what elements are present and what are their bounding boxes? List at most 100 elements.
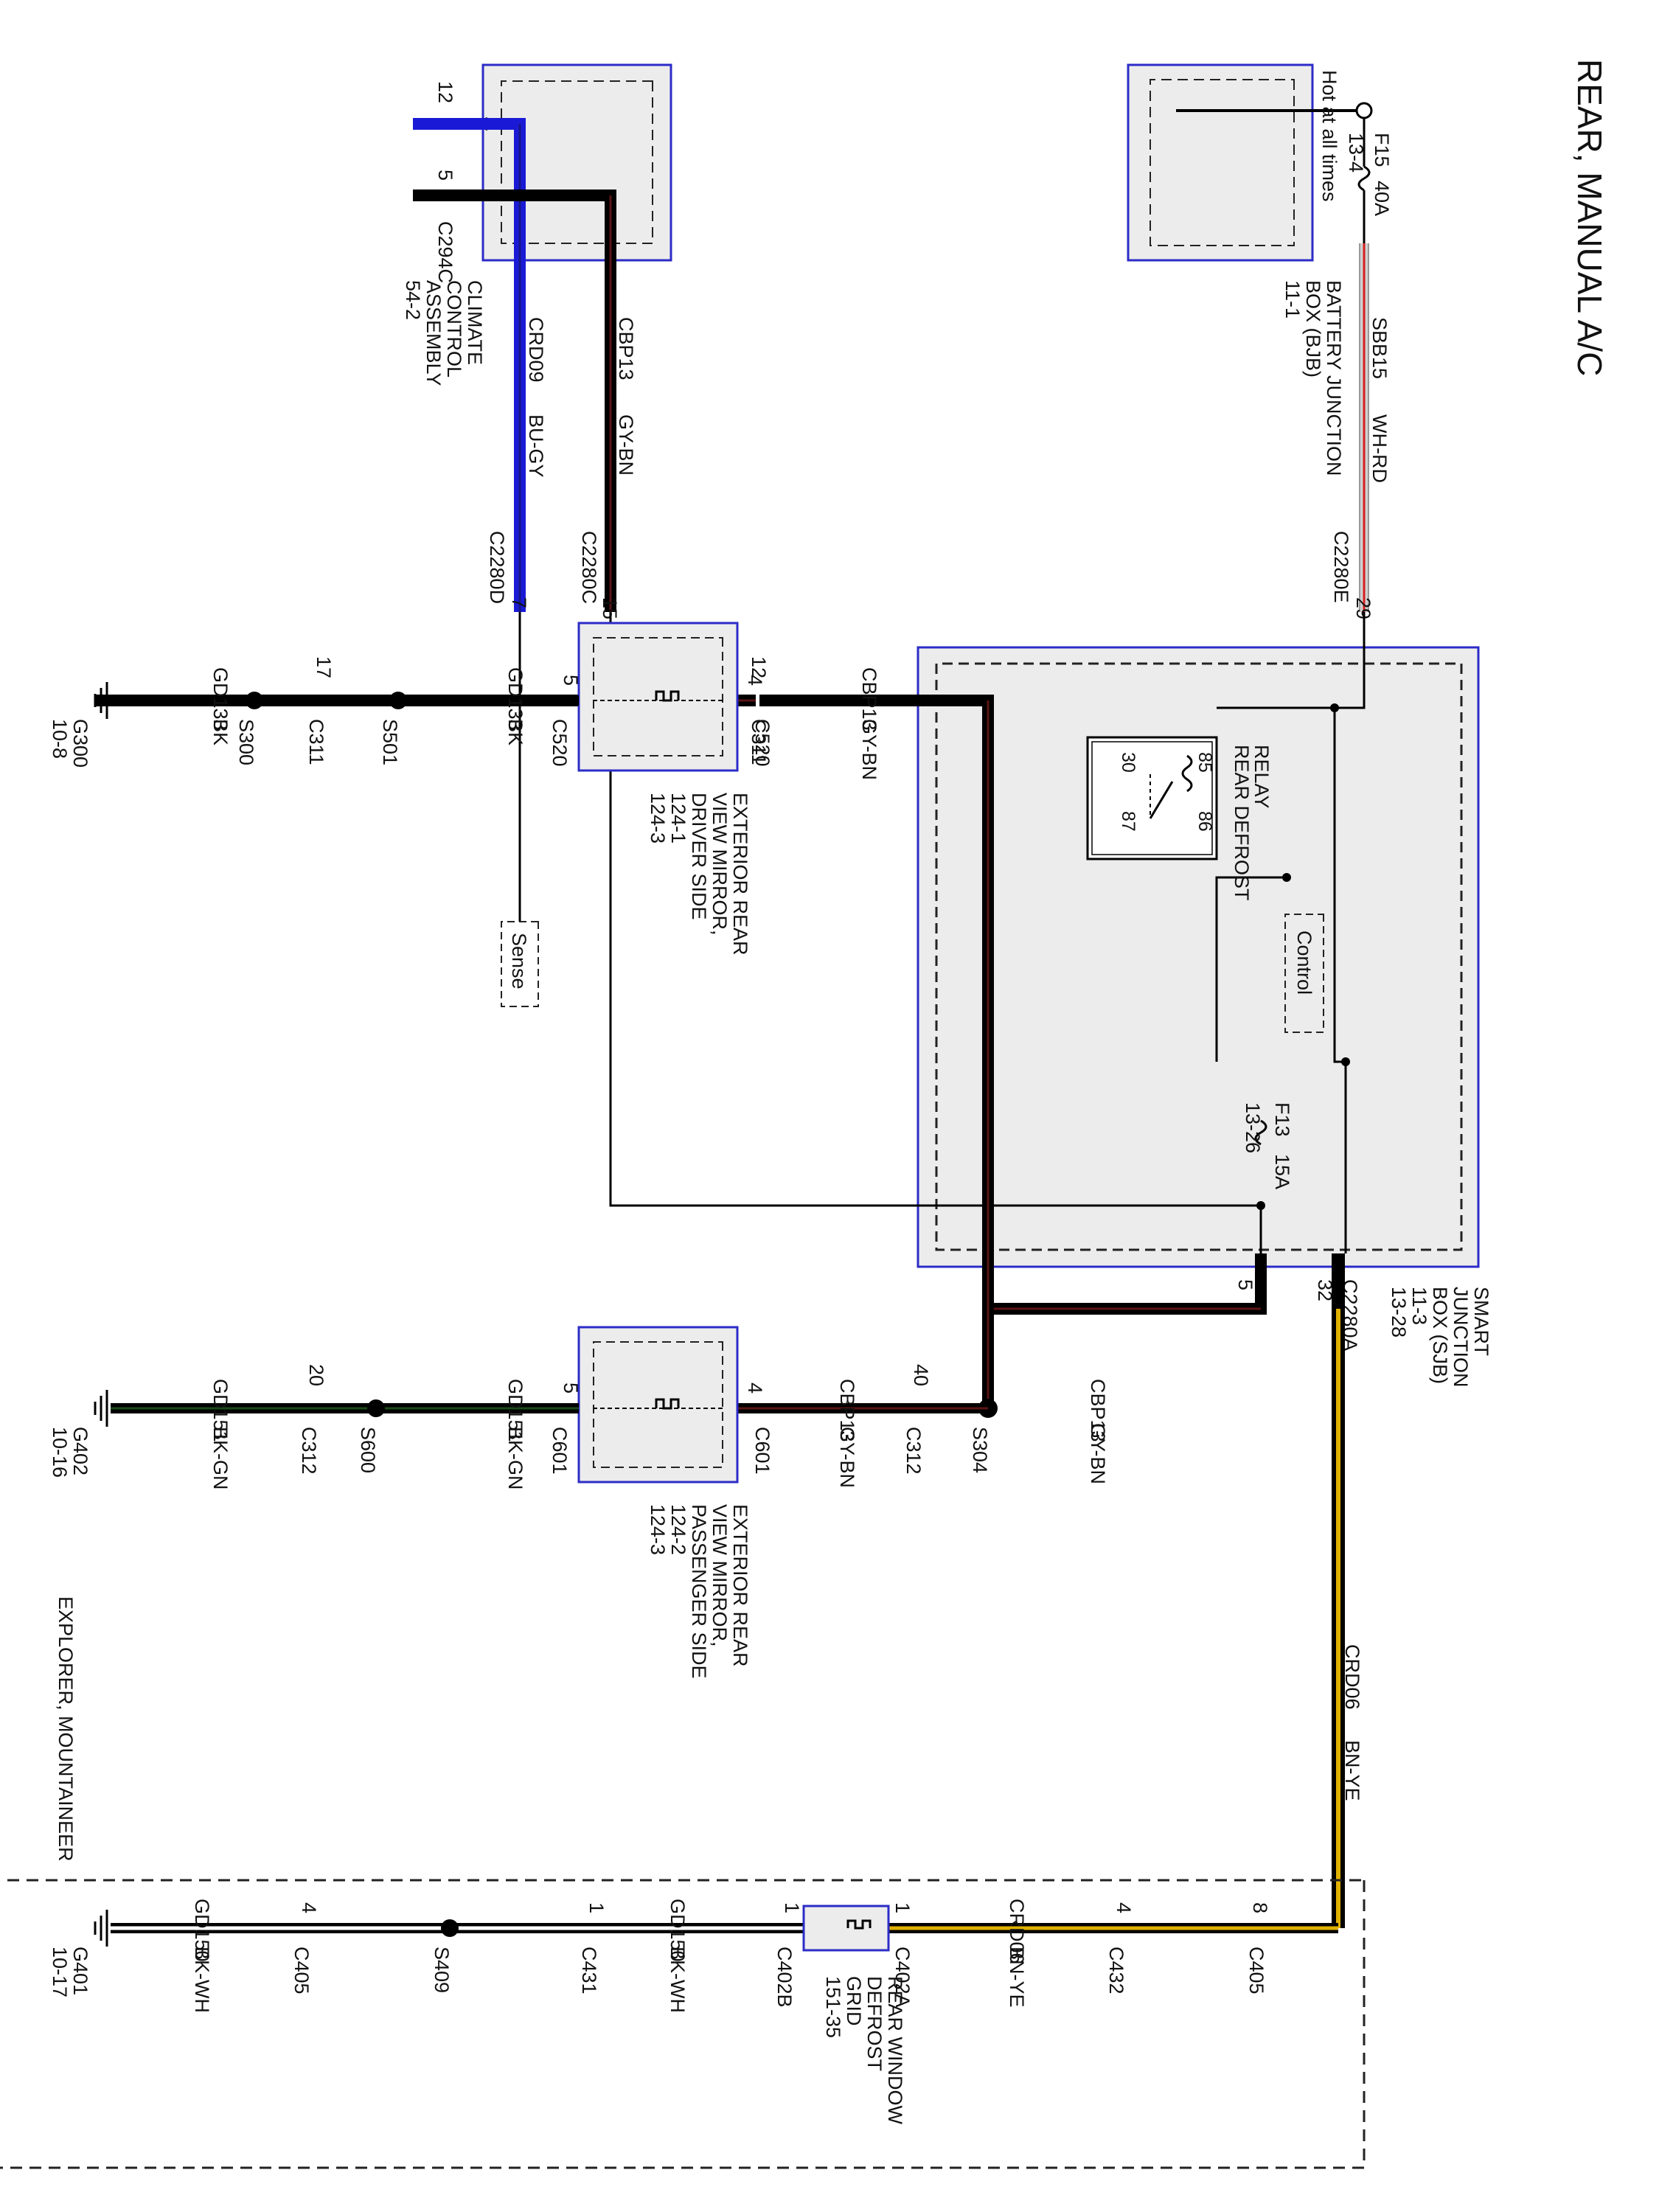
sjb-fuse-rating: 15A — [1271, 1154, 1293, 1189]
driver-mirror-pin-out: 5 — [560, 675, 582, 686]
climate-name-4: 54-2 — [402, 280, 424, 320]
sjb-name-4: 11-3 — [1408, 1287, 1430, 1325]
crd06-bottom-color: BN-YE — [1006, 1947, 1028, 2008]
hot-at-all-times: Hot at all times — [1318, 70, 1340, 202]
sjb-name-5: 13-28 — [1388, 1287, 1410, 1338]
climate-connector: C294C — [434, 221, 456, 283]
pass-mirror-conn-in: C601 — [751, 1427, 773, 1475]
c431-pin: 1 — [585, 1902, 608, 1913]
climate-control-assembly: 12 5 C294C CLIMATE CONTROL ASSEMBLY 54-2 — [402, 63, 672, 386]
c311-bot-pin: 17 — [313, 656, 335, 678]
bjb-fuse-ref: 13-4 — [1345, 133, 1367, 173]
c312-top-pin: 40 — [910, 1364, 932, 1386]
bjb-fuse-rating: 40A — [1371, 181, 1393, 216]
sjb-conn-d: C2280D — [486, 531, 508, 604]
cbp13-driver-circuit: CBP13 — [858, 667, 880, 731]
sjb-name-3: BOX (SJB) — [1429, 1287, 1451, 1384]
relay-name-1: REAR DEFROST — [1231, 745, 1253, 901]
pass-mirror-name-1: EXTERIOR REAR — [729, 1504, 751, 1667]
driver-mirror: 4 5 C520 C520 EXTERIOR REAR VIEW MIRROR,… — [549, 622, 773, 956]
s304-label: S304 — [969, 1427, 991, 1473]
s409-label: S409 — [431, 1947, 453, 1993]
crd09-color: BU-GY — [525, 414, 547, 478]
c405-top-id: C405 — [1245, 1947, 1267, 1994]
gd151-a-color: BK-GN — [504, 1427, 526, 1490]
g401-ref: 10-17 — [49, 1947, 71, 1997]
c312-bot-id: C312 — [298, 1427, 320, 1475]
sjb-conn-e: C2280E — [1330, 531, 1352, 603]
grid-pin-out: 1 — [781, 1902, 803, 1913]
grid-pin-in: 1 — [891, 1902, 914, 1913]
c431-id: C431 — [578, 1947, 600, 1994]
pass-mirror-name-2: VIEW MIRROR, — [709, 1504, 731, 1647]
g402-ref: 10-16 — [49, 1427, 71, 1478]
c432-pin: 4 — [1113, 1902, 1135, 1913]
driver-mirror-name-3: DRIVER SIDE — [688, 793, 710, 920]
diagram-title: REAR, MANUAL A/C — [1571, 59, 1609, 376]
c311-top-id: C311 — [748, 719, 770, 765]
driver-mirror-conn-out: C520 — [549, 719, 571, 767]
gd150-a-circuit: GD150 — [667, 1899, 689, 1962]
cbp13-top-color: GY-BN — [615, 414, 637, 476]
sjb-conn-c: C2280C — [578, 531, 600, 604]
g300-id: G300 — [69, 719, 91, 768]
driver-mirror-name-2: VIEW MIRROR, — [709, 793, 731, 936]
wire-cbp13-driver-feed — [759, 695, 994, 1408]
driver-mirror-conn-in: C520 — [751, 719, 773, 767]
g300-ref: 10-8 — [49, 719, 71, 759]
c311-top-pin: 12 — [748, 656, 770, 678]
sjb-pin-7: 7 — [508, 597, 530, 608]
c312-top-id: C312 — [902, 1427, 925, 1475]
grid-name-1: REAR WINDOW — [884, 1976, 906, 2125]
climate-pin-5: 5 — [434, 170, 456, 181]
gd133-a-color: BK — [504, 719, 526, 745]
climate-name-2: CONTROL — [443, 280, 465, 378]
gd133-b-circuit: GD133 — [209, 667, 232, 731]
relay-pin-87: 87 — [1118, 811, 1138, 832]
smart-junction-box: 29 C2280E 7 C2280D 15 C2280C 30 87 85 — [486, 531, 1492, 1388]
climate-name-1: CLIMATE — [464, 280, 486, 365]
c405-top-pin: 8 — [1249, 1902, 1271, 1913]
crd06-vert-color: BN-YE — [1341, 1740, 1363, 1801]
pass-mirror-name-5: 124-3 — [647, 1504, 669, 1555]
sbb15-color: WH-RD — [1368, 414, 1391, 483]
relay-pin-86: 86 — [1194, 811, 1215, 832]
grid-name-4: 151-35 — [822, 1976, 844, 2038]
rear-region: 8 C405 4 C432 CRD06 BN-YE 1 C402A 1 C402… — [0, 1879, 1366, 2169]
pass-mirror-name-4: 124-2 — [667, 1504, 689, 1555]
grid-name-2: DEFROST — [863, 1976, 886, 2071]
climate-name-3: ASSEMBLY — [422, 280, 445, 386]
c405-bot-id: C405 — [291, 1947, 313, 1994]
relay-pin-30: 30 — [1118, 752, 1138, 773]
grid-name-3: GRID — [843, 1976, 865, 2026]
crd06-bottom-circuit: CRD06 — [1006, 1899, 1028, 1964]
c432-id: C432 — [1105, 1947, 1127, 1994]
wire-cbp13-s304: CBP13 GY-BN — [982, 1253, 1267, 1484]
gd151-a-circuit: GD151 — [504, 1379, 526, 1442]
sjb-fuse: F13 — [1271, 1102, 1293, 1137]
wire-crd06: CRD06 BN-YE — [1332, 1253, 1363, 1928]
bjb-fuse: F15 — [1371, 133, 1393, 167]
s600-label: S600 — [357, 1427, 379, 1473]
sense-label: Sense — [508, 933, 530, 990]
cbp13-s304-circuit: CBP13 — [1087, 1379, 1109, 1442]
c311-bot-id: C311 — [305, 719, 327, 765]
pass-mirror-pin-in: 4 — [744, 1382, 766, 1394]
relay-name-2: RELAY — [1251, 745, 1273, 809]
driver-mirror-name-4: 124-1 — [667, 793, 689, 844]
s501-label: S501 — [379, 719, 401, 765]
sjb-name-2: JUNCTION — [1450, 1287, 1472, 1388]
cbp13-pass-color: GY-BN — [836, 1427, 858, 1488]
gd150-b-color: BK-WH — [191, 1947, 213, 2013]
bjb-name-2: BOX (BJB) — [1302, 280, 1324, 378]
control-label: Control — [1293, 931, 1315, 995]
vehicle-note: EXPLORER, MOUNTAINEER — [55, 1596, 77, 1862]
gd150-b-circuit: GD150 — [191, 1899, 213, 1962]
c312-bot-pin: 20 — [305, 1364, 327, 1386]
cbp13-pass-circuit: CBP13 — [836, 1379, 858, 1442]
passenger-mirror-row: S304 40 C312 CBP13 GY-BN — [737, 1364, 998, 1488]
gd150-a-color: BK-WH — [667, 1947, 689, 2013]
wire-sbb15: SBB15 WH-RD — [1359, 243, 1391, 612]
g401-id: G401 — [69, 1947, 91, 1995]
